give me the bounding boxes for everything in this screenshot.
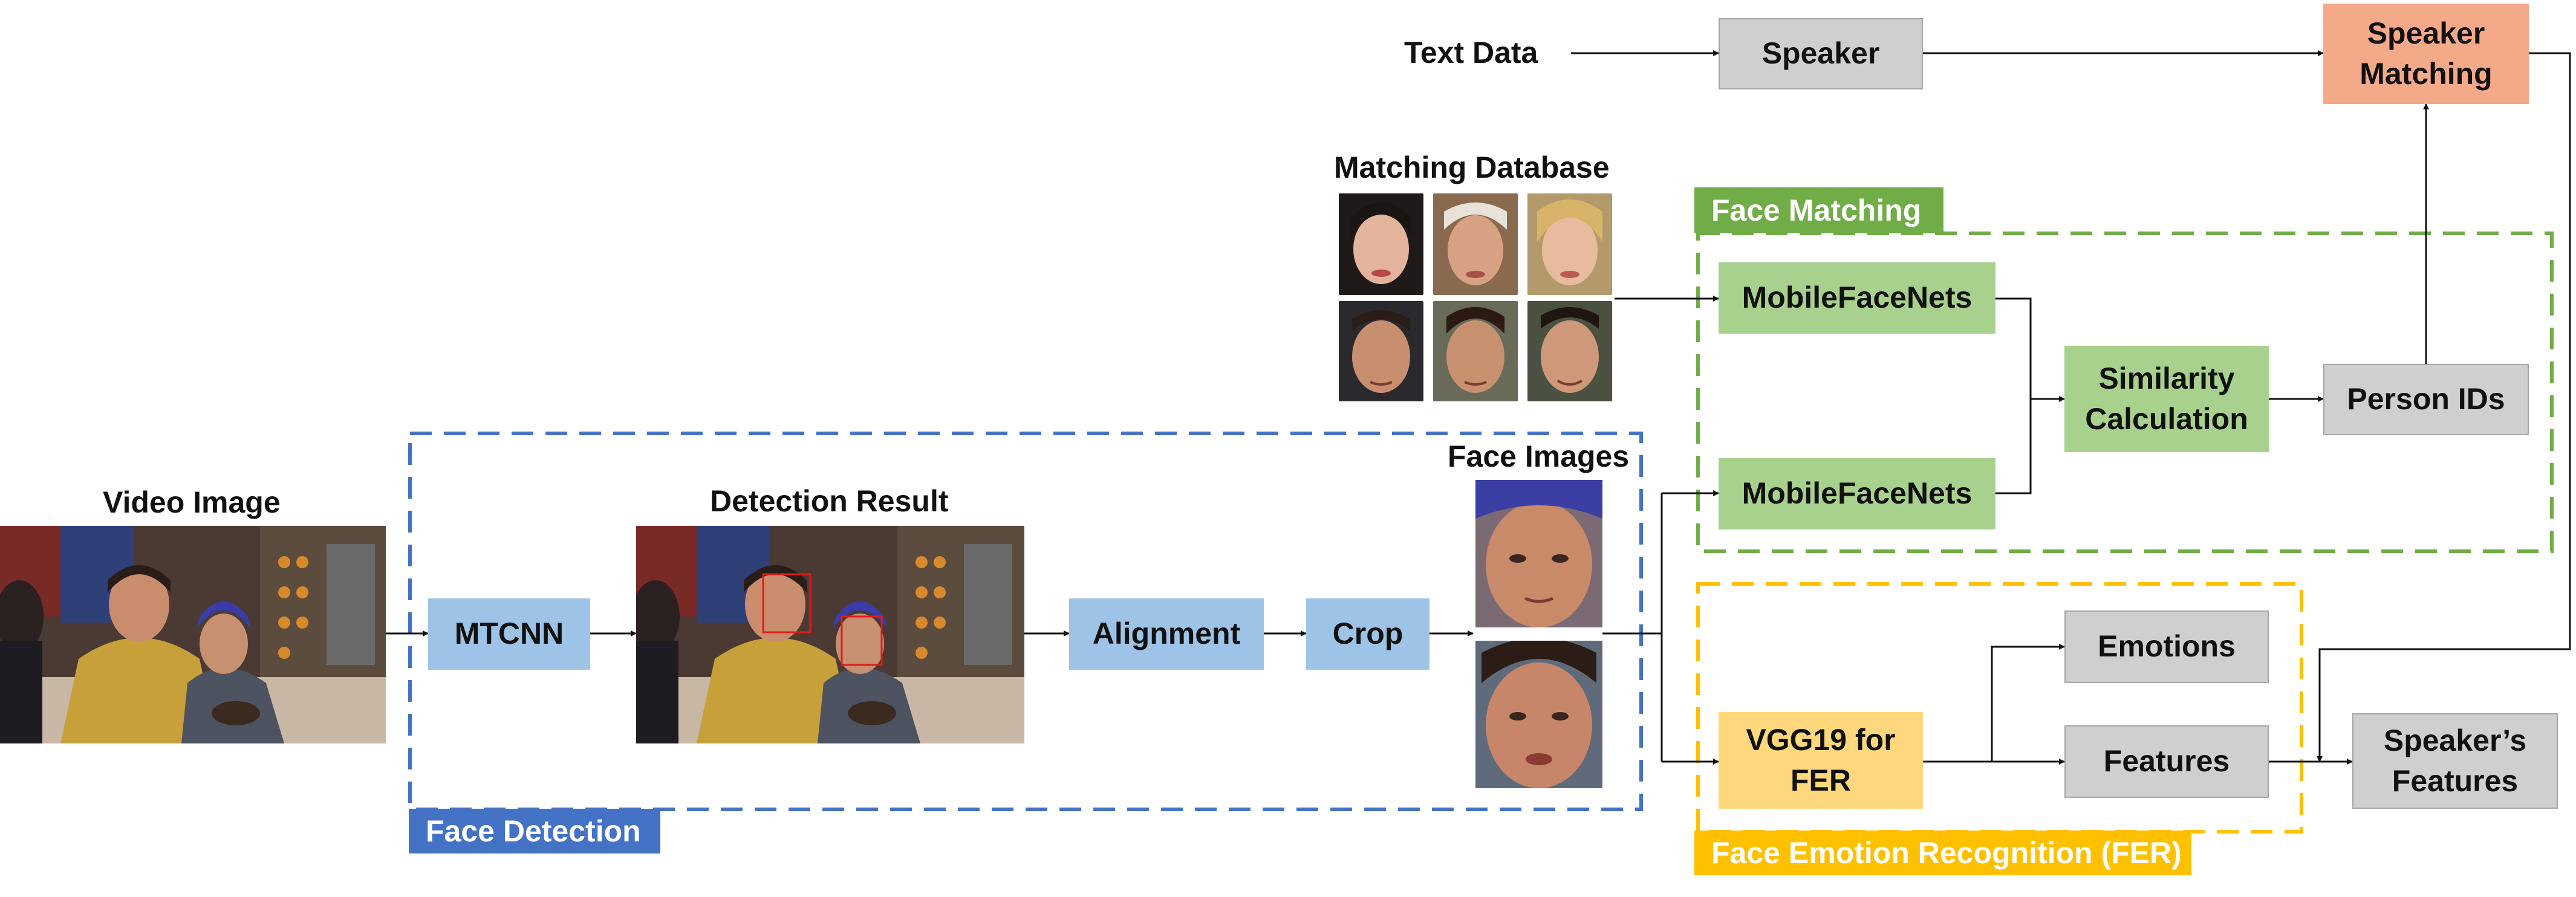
face-detection-tag: Face Detection <box>409 809 660 853</box>
speaker-box: Speaker <box>1719 18 1923 89</box>
vgg19-for-fer-box: VGG19 for FER <box>1719 712 1923 809</box>
features-box: Features <box>2064 725 2269 798</box>
emotions-box: Emotions <box>2064 610 2269 683</box>
fer-tag: Face Emotion Recognition (FER) <box>1694 831 2191 875</box>
database-face-4 <box>1339 301 1423 401</box>
face-detection-region-border <box>408 432 1643 811</box>
video-image <box>0 526 386 743</box>
mobilefacenets-top-box: MobileFaceNets <box>1719 262 1995 334</box>
speaker-matching-to-speakers-features-arrow <box>2317 52 2571 762</box>
database-face-6 <box>1527 301 1612 401</box>
person-ids-box: Person IDs <box>2323 364 2529 435</box>
face-image-1 <box>1475 480 1602 627</box>
crop-box: Crop <box>1306 598 1429 670</box>
database-face-2 <box>1433 193 1518 295</box>
mobilefacenets-bottom-box: MobileFaceNets <box>1719 458 1995 529</box>
vgg19-to-emotions-arrow <box>1991 644 2065 762</box>
detection-result-image <box>636 526 1024 743</box>
detection-box-face-1 <box>762 573 812 633</box>
mobilefacenets-top-to-similarity <box>1995 297 2032 399</box>
video-image-label: Video Image <box>103 485 281 519</box>
speakers-features-box: Speaker’s Features <box>2352 713 2558 809</box>
mtcnn-box: MTCNN <box>428 598 590 670</box>
database-face-1 <box>1339 193 1423 295</box>
detection-box-face-2 <box>841 615 883 666</box>
face-image-2 <box>1475 641 1602 788</box>
matching-database-label: Matching Database <box>1334 151 1610 184</box>
face-matching-tag: Face Matching <box>1694 187 1943 233</box>
speaker-matching-box: Speaker Matching <box>2323 4 2529 104</box>
face-matching-region-border <box>1696 232 2554 553</box>
database-face-5 <box>1433 301 1518 401</box>
detection-result-label: Detection Result <box>710 484 949 518</box>
mobilefacenets-bottom-to-similarity <box>1995 399 2032 494</box>
alignment-box: Alignment <box>1069 598 1264 670</box>
similarity-calculation-box: Similarity Calculation <box>2064 346 2269 452</box>
database-face-3 <box>1527 193 1612 295</box>
text-data-label: Text Data <box>1404 36 1538 70</box>
face-images-label: Face Images <box>1448 439 1630 473</box>
